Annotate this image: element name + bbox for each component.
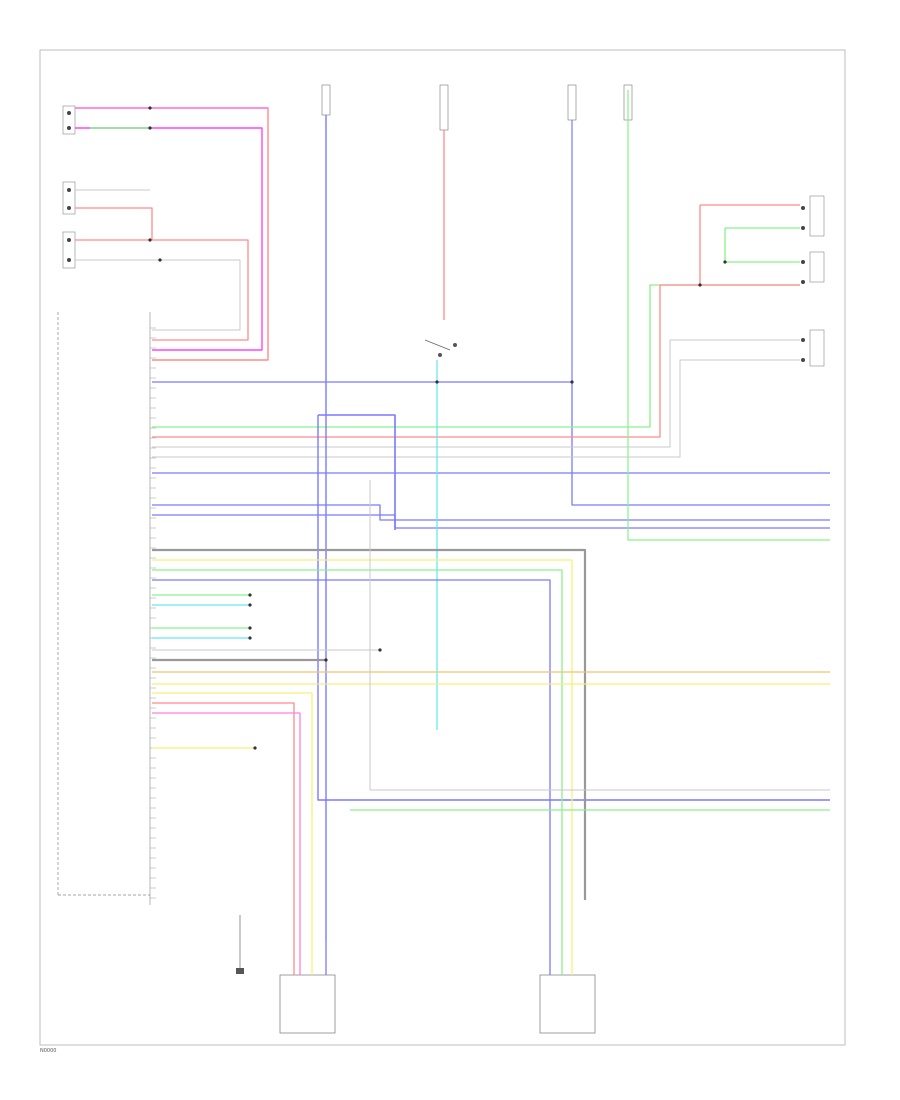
center-switch [424, 339, 457, 357]
wire-yellow-693 [152, 692, 313, 940]
wire-gray-rr [152, 339, 800, 448]
wire-tweeter-red [75, 207, 249, 341]
wire-red-703 [152, 702, 295, 940]
control-unit-block [57, 312, 156, 905]
right-rear-speaker [801, 329, 825, 367]
splice-dot [324, 658, 328, 662]
ground-symbol [236, 915, 244, 974]
splice-dot [248, 626, 252, 630]
wire-green-570 [152, 569, 563, 940]
right-tweeter [801, 251, 825, 284]
splice-dot [570, 380, 574, 384]
bottom-right-component [539, 974, 596, 1034]
wire-gray-790 [369, 480, 830, 791]
splice-dot [148, 126, 152, 130]
right-front-speaker [801, 195, 825, 237]
splice-dot [698, 283, 702, 287]
wire-blue-top [152, 381, 830, 506]
pin-number-column [150, 327, 156, 899]
wire-blue-loop [318, 414, 396, 530]
wire-green-right [627, 90, 830, 541]
wire-blue-580 [152, 579, 551, 940]
wire-lf-neg [75, 127, 263, 351]
splice-dot [435, 380, 439, 384]
wire-rt-green [724, 228, 800, 263]
diagram-code: N0000 [40, 1048, 56, 1054]
splice-dot [148, 238, 152, 242]
wire-layer [75, 90, 830, 975]
splice-dot [148, 106, 152, 110]
bottom-left-component [279, 974, 336, 1034]
wire-gray-rr2 [152, 359, 800, 458]
splice-dot [158, 258, 162, 262]
wire-red-rf [152, 284, 800, 438]
wire-blue-loop-down [317, 415, 830, 801]
splice-layer [148, 106, 727, 750]
wire-blue-mid2 [152, 514, 830, 529]
wire-yellow-560 [152, 559, 573, 930]
left-rear-speaker [62, 231, 76, 269]
splice-dot [253, 746, 257, 750]
fuse-stubs [321, 84, 633, 131]
diagram-frame [39, 49, 846, 1046]
wire-blue-mid [152, 504, 830, 521]
wire-lr-gray [75, 259, 241, 331]
splice-dot [723, 260, 727, 264]
wire-lf-pos [75, 107, 269, 361]
wire-pink-713 [152, 712, 301, 940]
splice-dot [248, 593, 252, 597]
wire-green-rf [152, 284, 800, 428]
splice-dot [248, 603, 252, 607]
left-front-speaker [62, 105, 76, 135]
left-tweeter [62, 181, 76, 215]
splice-dot [248, 636, 252, 640]
wire-gray-bus [152, 548, 587, 900]
splice-dot [378, 648, 382, 652]
